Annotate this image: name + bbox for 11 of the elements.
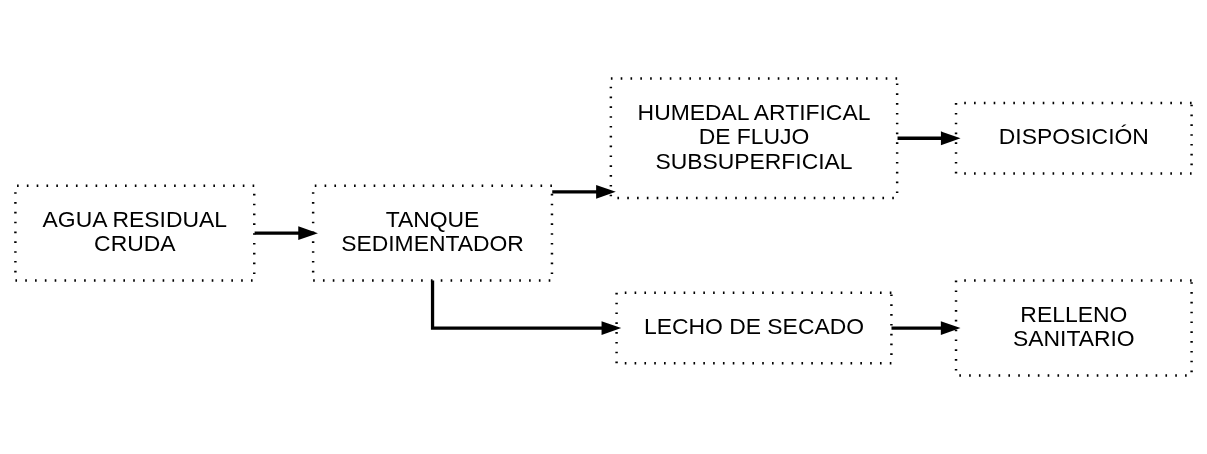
node-box: AGUA RESIDUAL CRUDA xyxy=(14,184,256,282)
node-box: LECHO DE SECADO xyxy=(615,291,893,365)
node-box: DISPOSICIÓN xyxy=(954,101,1193,175)
arrow xyxy=(891,321,961,335)
arrow xyxy=(552,184,616,199)
arrow xyxy=(430,280,622,335)
node-box: HUMEDAL ARTIFICAL DE FLUJO SUBSUPERFICIAL xyxy=(609,77,899,200)
arrow xyxy=(897,131,961,146)
arrow xyxy=(254,226,318,241)
node-box: RELLENO SANITARIO xyxy=(954,279,1193,377)
node-box: TANQUE SEDIMENTADOR xyxy=(311,184,554,282)
